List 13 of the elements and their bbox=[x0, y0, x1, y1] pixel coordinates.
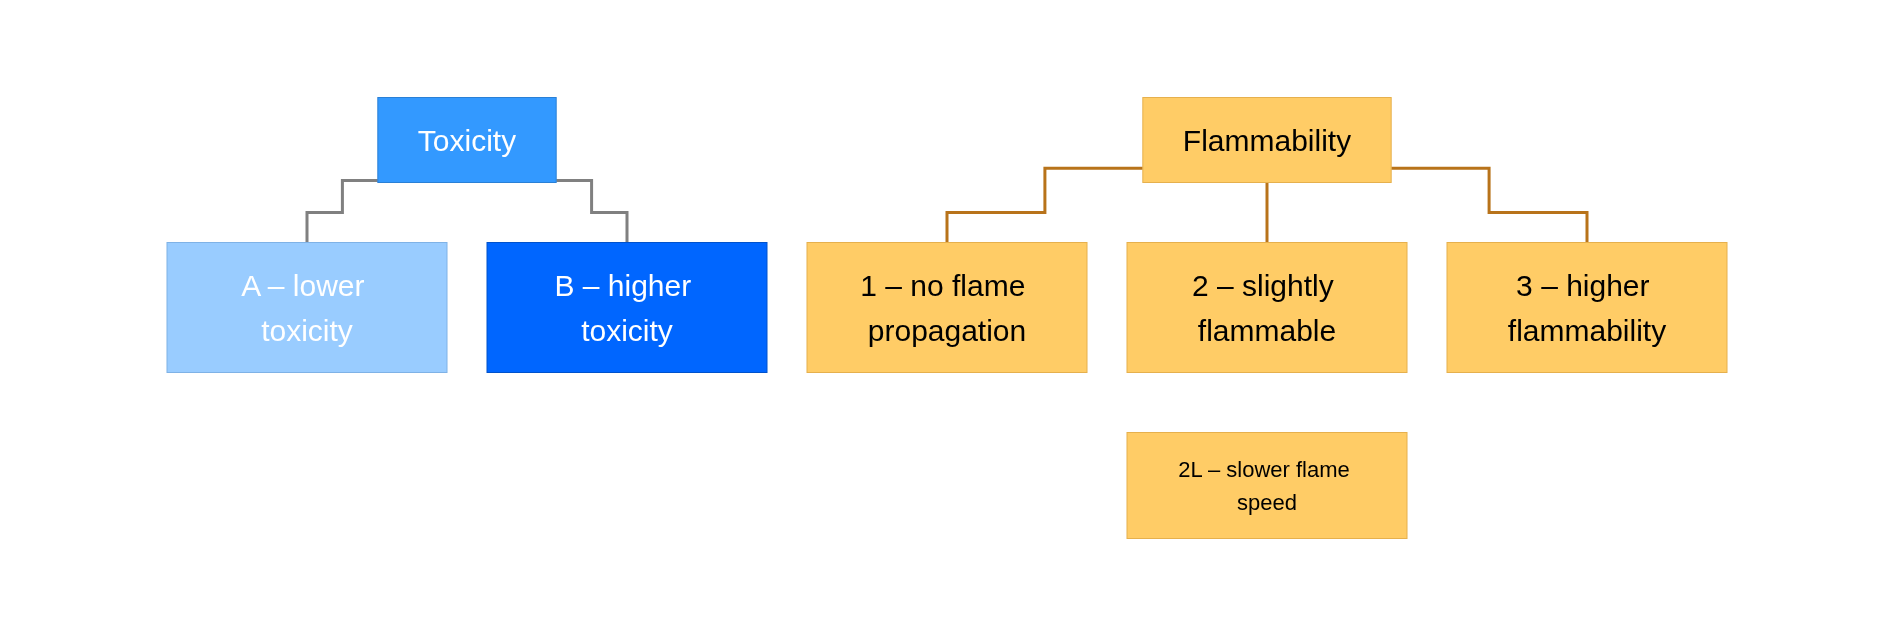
node-box: 2 – slightly flammable bbox=[1126, 242, 1407, 373]
node-box: 1 – no flame propagation bbox=[806, 242, 1087, 373]
node-box: A – lower toxicity bbox=[166, 242, 447, 373]
node-box: 3 – higher flammability bbox=[1446, 242, 1727, 373]
connector bbox=[945, 166, 1143, 244]
node-box: B – higher toxicity bbox=[486, 242, 767, 373]
node-box: 2L – slower flame speed bbox=[1126, 432, 1407, 539]
node-box: Toxicity bbox=[376, 97, 557, 183]
connector bbox=[1390, 166, 1588, 244]
connector bbox=[555, 178, 628, 244]
connector bbox=[1265, 181, 1268, 244]
node-box: Flammability bbox=[1141, 97, 1392, 183]
connector bbox=[305, 178, 378, 244]
